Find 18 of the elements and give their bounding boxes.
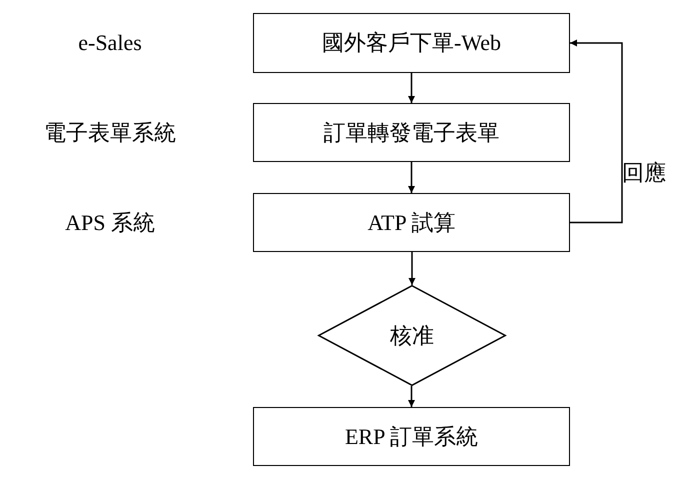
system-label: e-Sales [78,30,142,56]
process-box [253,103,570,162]
node-text: 核准 [390,322,434,350]
arrow [408,73,415,103]
arrow [408,386,415,407]
node-text: 國外客戶下單-Web [322,29,502,57]
arrow [570,40,623,224]
process-box [253,193,570,252]
arrow [408,252,416,285]
process-box [253,13,570,73]
system-label: APS 系統 [65,209,155,237]
node-text: ERP 訂單系統 [344,422,478,450]
decision-diamond [318,285,506,386]
node-text: ATP 試算 [368,208,456,236]
process-box [253,407,570,466]
node-text: 訂單轉發電子表單 [324,118,500,146]
arrow [408,162,415,193]
system-label: 電子表單系統 [44,119,176,147]
